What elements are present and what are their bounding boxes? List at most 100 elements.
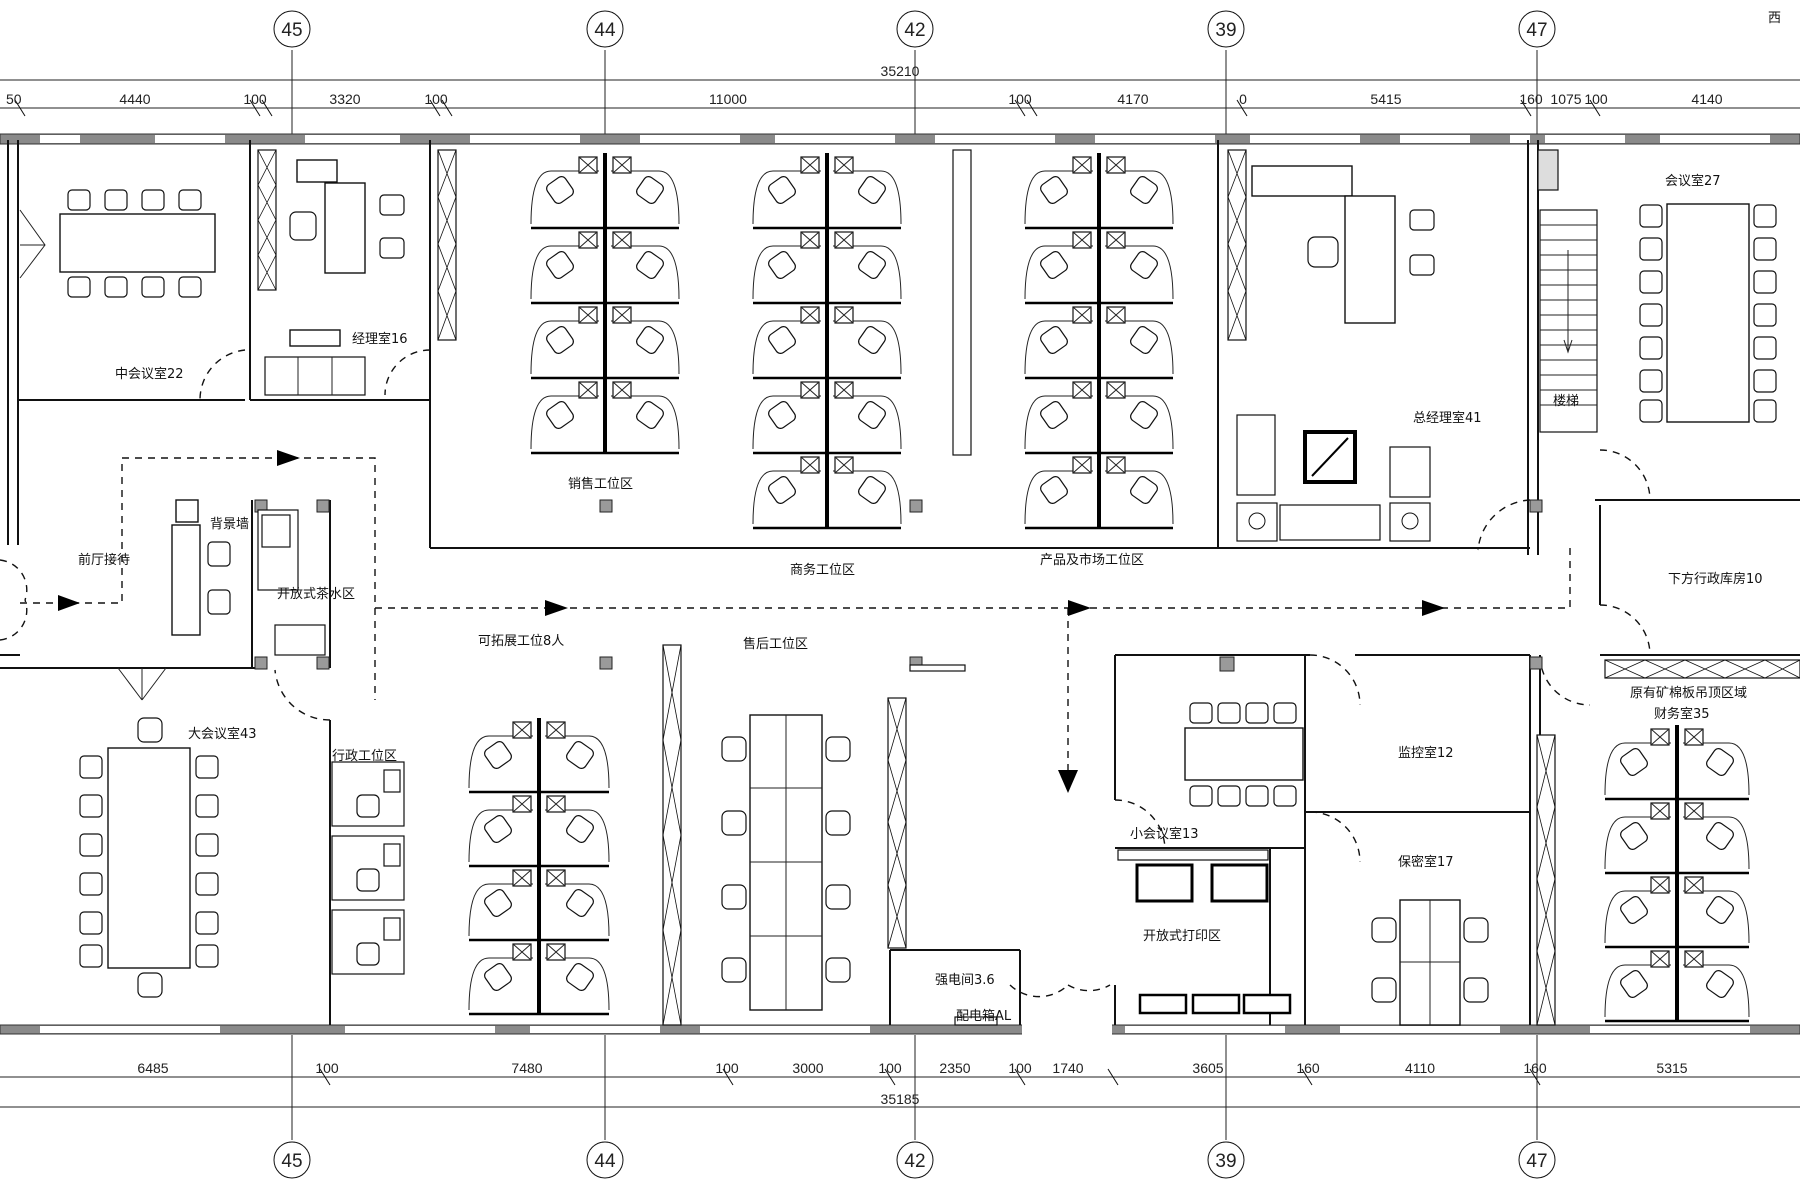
desk-pedestal-cross (1072, 231, 1092, 249)
office-chair (484, 815, 512, 843)
office-chair (768, 476, 796, 504)
dimension: 4140 (1691, 91, 1722, 107)
office-chair (1040, 251, 1068, 279)
room-label: 可拓展工位8人 (478, 634, 564, 649)
exterior-walls (0, 133, 1800, 1038)
dimension: 100 (715, 1060, 739, 1076)
manager-office-furniture (264, 159, 405, 396)
axis-label: 39 (1215, 20, 1236, 41)
desk-pedestal-cross (834, 306, 854, 324)
big-meeting-table (79, 717, 219, 998)
office-chair (1130, 176, 1158, 204)
desk-outline (468, 883, 533, 937)
dimension: 100 (1008, 1060, 1032, 1076)
desk-pedestal-cross (1072, 381, 1092, 399)
desk-pedestal-cross (1684, 876, 1704, 894)
room-label: 会议室27 (1665, 173, 1721, 189)
desk-pedestal-cross (1106, 456, 1126, 474)
desk-outline (611, 395, 680, 450)
office-chair (768, 326, 796, 354)
desk-outline (1683, 964, 1750, 1018)
dimension: 50 (6, 91, 22, 107)
dimension: 6485 (137, 1060, 168, 1076)
room-label: 财务室35 (1654, 706, 1710, 722)
columns (254, 499, 1543, 672)
desk-pedestal-cross (1106, 231, 1126, 249)
dimension: 7480 (511, 1060, 542, 1076)
axis-label: 44 (594, 1151, 616, 1172)
room-label: 下方行政库房10 (1668, 571, 1763, 587)
desk-outline (752, 395, 821, 450)
desk-pedestal-cross (1106, 156, 1126, 174)
office-chair (546, 401, 574, 429)
office-chair (566, 889, 594, 917)
dimension: 2350 (939, 1060, 970, 1076)
desk-outline (833, 470, 902, 525)
dimension: 160 (1296, 1060, 1320, 1076)
office-chair (1620, 822, 1648, 850)
dimension: 160 (1519, 91, 1543, 107)
desk-pedestal-cross (834, 456, 854, 474)
office-chair (1130, 251, 1158, 279)
room-label: 背景墙 (210, 517, 249, 532)
desk-outline (1683, 742, 1750, 796)
desk-pedestal-cross (546, 943, 566, 961)
office-chair (566, 815, 594, 843)
axis-label: 44 (594, 20, 616, 41)
desk-outline (611, 320, 680, 375)
dimension: 100 (315, 1060, 339, 1076)
office-chair (546, 176, 574, 204)
desk-outline (1604, 742, 1671, 796)
desk-outline (1683, 890, 1750, 944)
storage-cabinets (257, 149, 1800, 1026)
desk-pedestal-cross (578, 156, 598, 174)
office-chair (484, 963, 512, 991)
office-chair (858, 476, 886, 504)
office-chair (636, 251, 664, 279)
desk-pedestal-cross (1684, 950, 1704, 968)
room-label: 开放式打印区 (1143, 929, 1221, 944)
desk-pedestal-cross (1072, 156, 1092, 174)
desk-outline (1105, 245, 1174, 300)
desk-pedestal-cross (1106, 381, 1126, 399)
desk-pedestal-cross (546, 869, 566, 887)
desk-outline (530, 170, 599, 225)
dimension: 100 (878, 1060, 902, 1076)
aftersales-desks (721, 714, 851, 1011)
axis-bubbles-top: 45 44 42 39 47 (273, 10, 1556, 48)
dimension: 100 (424, 91, 448, 107)
dimension-total: 35210 (881, 63, 920, 79)
office-chair (1130, 326, 1158, 354)
desk-outline (1024, 470, 1093, 525)
desk-outline (1024, 395, 1093, 450)
desk-pedestal-cross (834, 156, 854, 174)
office-chair (1706, 970, 1734, 998)
desk-pedestal-cross (578, 231, 598, 249)
desk-pedestal-cross (512, 795, 532, 813)
axis-grid (291, 50, 1538, 1140)
room-label: 售后工位区 (743, 636, 808, 652)
room-label: 销售工位区 (568, 476, 633, 492)
desk-pedestal-cross (546, 795, 566, 813)
office-chair (566, 963, 594, 991)
office-chair (1040, 476, 1068, 504)
axis-label: 47 (1526, 1151, 1547, 1172)
room-label: 前厅接待 (78, 552, 130, 568)
desk-outline (1105, 170, 1174, 225)
office-chair (1130, 401, 1158, 429)
desk-outline (752, 170, 821, 225)
room-label: 经理室16 (352, 331, 408, 347)
dimension: 1075 (1550, 91, 1581, 107)
desk-pedestal-cross (512, 943, 532, 961)
desk-outline (1604, 964, 1671, 1018)
desk-pedestal-cross (800, 231, 820, 249)
desk-outline (833, 395, 902, 450)
workstations (468, 153, 1750, 1023)
desk-pedestal-cross (1650, 950, 1670, 968)
desk-pedestal-cross (800, 156, 820, 174)
storage-cabinets-x (257, 149, 1800, 1026)
room-label: 大会议室43 (188, 726, 257, 742)
room-label: 配电箱AL (956, 1008, 1012, 1024)
dimension: 3320 (329, 91, 360, 107)
